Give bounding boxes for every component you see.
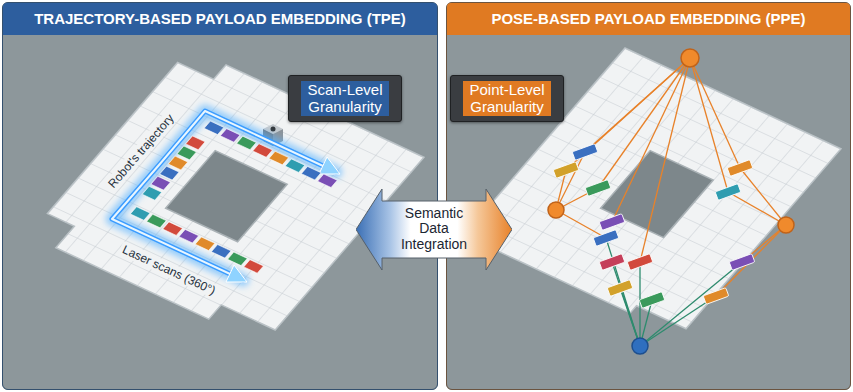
label-anchor: Laser scans (360°)	[118, 241, 221, 299]
scan-chip	[147, 214, 167, 228]
pose-ray	[690, 58, 740, 168]
point-tag	[572, 144, 598, 161]
floor	[29, 48, 424, 344]
scan-chip	[253, 144, 273, 158]
point-tags	[553, 144, 755, 309]
point-tag	[703, 288, 729, 305]
pose-ray	[640, 262, 742, 346]
scan-chip	[168, 156, 187, 170]
floor-map	[464, 48, 841, 336]
scan-chip	[285, 159, 305, 173]
point-tag	[585, 180, 611, 197]
pose-ray	[740, 168, 786, 225]
scan-chip	[130, 207, 150, 221]
panel: Scan-Level Granularity TRAJECTORY-BASED P…	[2, 2, 438, 390]
scan-chip	[186, 136, 205, 150]
scan-chip	[177, 146, 196, 160]
scan-chip	[318, 174, 338, 188]
scan-chip	[151, 176, 170, 190]
scan-chip	[244, 260, 264, 274]
pose-ray	[620, 288, 640, 346]
pose-ray	[556, 152, 585, 210]
floor-grid	[29, 48, 424, 344]
scan-chip	[179, 229, 199, 243]
pose-ray	[566, 58, 690, 170]
scan-chip	[228, 252, 248, 266]
trajectory-arrowhead	[319, 157, 340, 174]
pose-marker	[778, 217, 794, 233]
scan-chip	[211, 245, 231, 259]
integration-arrow: Semantic Data Integration	[356, 189, 512, 270]
pose-marker	[632, 338, 648, 354]
scan-chip	[301, 166, 321, 180]
granularity-box: Point-Level Granularity	[450, 75, 564, 122]
floor-map	[29, 48, 424, 344]
pose-ray	[690, 58, 728, 192]
map-label: Robot's trajectory	[103, 109, 179, 193]
point-tag	[607, 280, 633, 297]
point-tag	[553, 162, 579, 179]
pose-rays	[556, 58, 786, 296]
scan-chip	[160, 166, 179, 180]
trajectory-arrowhead	[226, 265, 247, 282]
scan-chip	[220, 129, 240, 143]
arrow-shape	[356, 189, 512, 270]
pose-ray	[606, 238, 640, 346]
pose-marker	[548, 202, 564, 218]
panel-header: TRAJECTORY-BASED PAYLOAD EMBEDDING (TPE)	[3, 3, 437, 35]
pose-ray	[728, 192, 786, 225]
point-tag	[715, 184, 741, 201]
robot-sensor	[271, 127, 276, 132]
point-tag	[593, 230, 619, 247]
pose-ray	[612, 262, 640, 346]
map-label: Laser scans (360°)	[118, 241, 221, 299]
granularity-box: Scan-Level Granularity	[288, 75, 402, 122]
integration-label: Semantic Data Integration	[392, 206, 476, 252]
floor	[464, 48, 841, 336]
point-tag	[627, 254, 653, 271]
scan-chip	[142, 186, 161, 200]
point-tag	[639, 292, 665, 309]
panel: Point-Level Granularity POSE-BASED PAYLOA…	[446, 2, 851, 390]
pose-ray	[716, 225, 786, 296]
point-tag	[727, 160, 753, 177]
panel-header: POSE-BASED PAYLOAD EMBEDDING (PPE)	[447, 3, 850, 35]
scan-chip	[269, 151, 289, 165]
pose-ray	[598, 58, 690, 188]
scan-chip	[163, 222, 183, 236]
pose-marker	[681, 49, 699, 67]
point-tag	[599, 254, 625, 271]
scan-chip	[195, 237, 215, 251]
scan-chip	[237, 136, 257, 150]
scan-chips	[127, 119, 337, 273]
floor-hole	[166, 151, 288, 242]
panel-ground	[2, 2, 438, 390]
pose-rays	[606, 238, 742, 346]
point-tag	[599, 214, 625, 231]
floor-grid	[464, 48, 841, 336]
pose-ray	[612, 58, 690, 222]
label-anchor: Robot's trajectory	[103, 109, 179, 193]
granularity-label: Point-Level Granularity	[463, 81, 551, 116]
point-tag	[729, 254, 755, 271]
scan-chip	[204, 121, 224, 135]
panel-ground	[446, 2, 851, 390]
granularity-label: Scan-Level Granularity	[301, 81, 389, 116]
pose-ray	[640, 58, 690, 262]
